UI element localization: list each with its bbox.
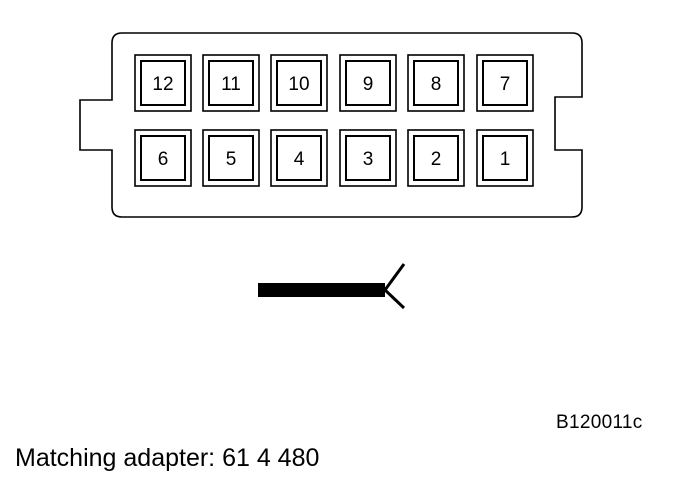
pin-cell: 9	[339, 54, 397, 112]
pin-cell-inner	[140, 135, 186, 181]
pin-cell-outer	[476, 129, 534, 187]
wire-bar	[258, 283, 385, 297]
pin-cell: 11	[202, 54, 260, 112]
pin-cell-outer	[202, 129, 260, 187]
pin-number-label: 2	[431, 149, 442, 170]
pin-cell: 1	[476, 129, 534, 187]
pin-cell: 4	[270, 129, 328, 187]
pin-number-label: 8	[431, 74, 442, 95]
pin-number-label: 4	[294, 149, 305, 170]
connector-housing	[79, 32, 583, 218]
pin-cell-outer	[134, 54, 192, 112]
pin-cell: 6	[134, 129, 192, 187]
pin-cell: 12	[134, 54, 192, 112]
pin-number-label: 1	[500, 149, 511, 170]
pin-cell-outer	[270, 129, 328, 187]
pin-cell-inner	[482, 135, 528, 181]
pin-row-top: 12 11 10 9 8 7	[134, 54, 534, 112]
pin-number-label: 11	[221, 74, 241, 95]
pin-number-label: 6	[158, 149, 169, 170]
pin-cell-outer	[476, 54, 534, 112]
pin-number-label: 7	[500, 74, 511, 95]
pin-cell-inner	[345, 135, 391, 181]
pin-number-label: 10	[288, 74, 309, 95]
pin-cell-inner	[208, 135, 254, 181]
pin-cell-outer	[270, 54, 328, 112]
pin-cell-outer	[407, 54, 465, 112]
pin-number-label: 5	[226, 149, 237, 170]
pin-row-bottom: 6 5 4 3 2 1	[134, 129, 534, 187]
pin-cell-inner	[413, 135, 459, 181]
pin-cell: 10	[270, 54, 328, 112]
pin-cell-outer	[134, 129, 192, 187]
pin-cell: 8	[407, 54, 465, 112]
pin-cell-outer	[339, 129, 397, 187]
pin-cell-inner	[413, 60, 459, 106]
wire-fork	[383, 263, 406, 310]
pin-cell-outer	[407, 129, 465, 187]
pin-cell-inner	[208, 60, 254, 106]
pin-cell-inner	[276, 135, 322, 181]
pin-cell-inner	[140, 60, 186, 106]
pin-cell-inner	[482, 60, 528, 106]
figure-code: B120011c	[556, 412, 643, 433]
pin-cell-outer	[339, 54, 397, 112]
adapter-caption: Matching adapter: 61 4 480	[15, 444, 320, 472]
pin-number-label: 12	[152, 74, 173, 95]
pin-number-label: 3	[363, 149, 374, 170]
pin-cell-inner	[276, 60, 322, 106]
wire-plug-symbol	[258, 263, 406, 310]
pin-cell: 7	[476, 54, 534, 112]
pin-cell: 5	[202, 129, 260, 187]
pin-number-label: 9	[363, 74, 374, 95]
pin-cell-inner	[345, 60, 391, 106]
pin-cell: 3	[339, 129, 397, 187]
pin-cell: 2	[407, 129, 465, 187]
pin-cell-outer	[202, 54, 260, 112]
